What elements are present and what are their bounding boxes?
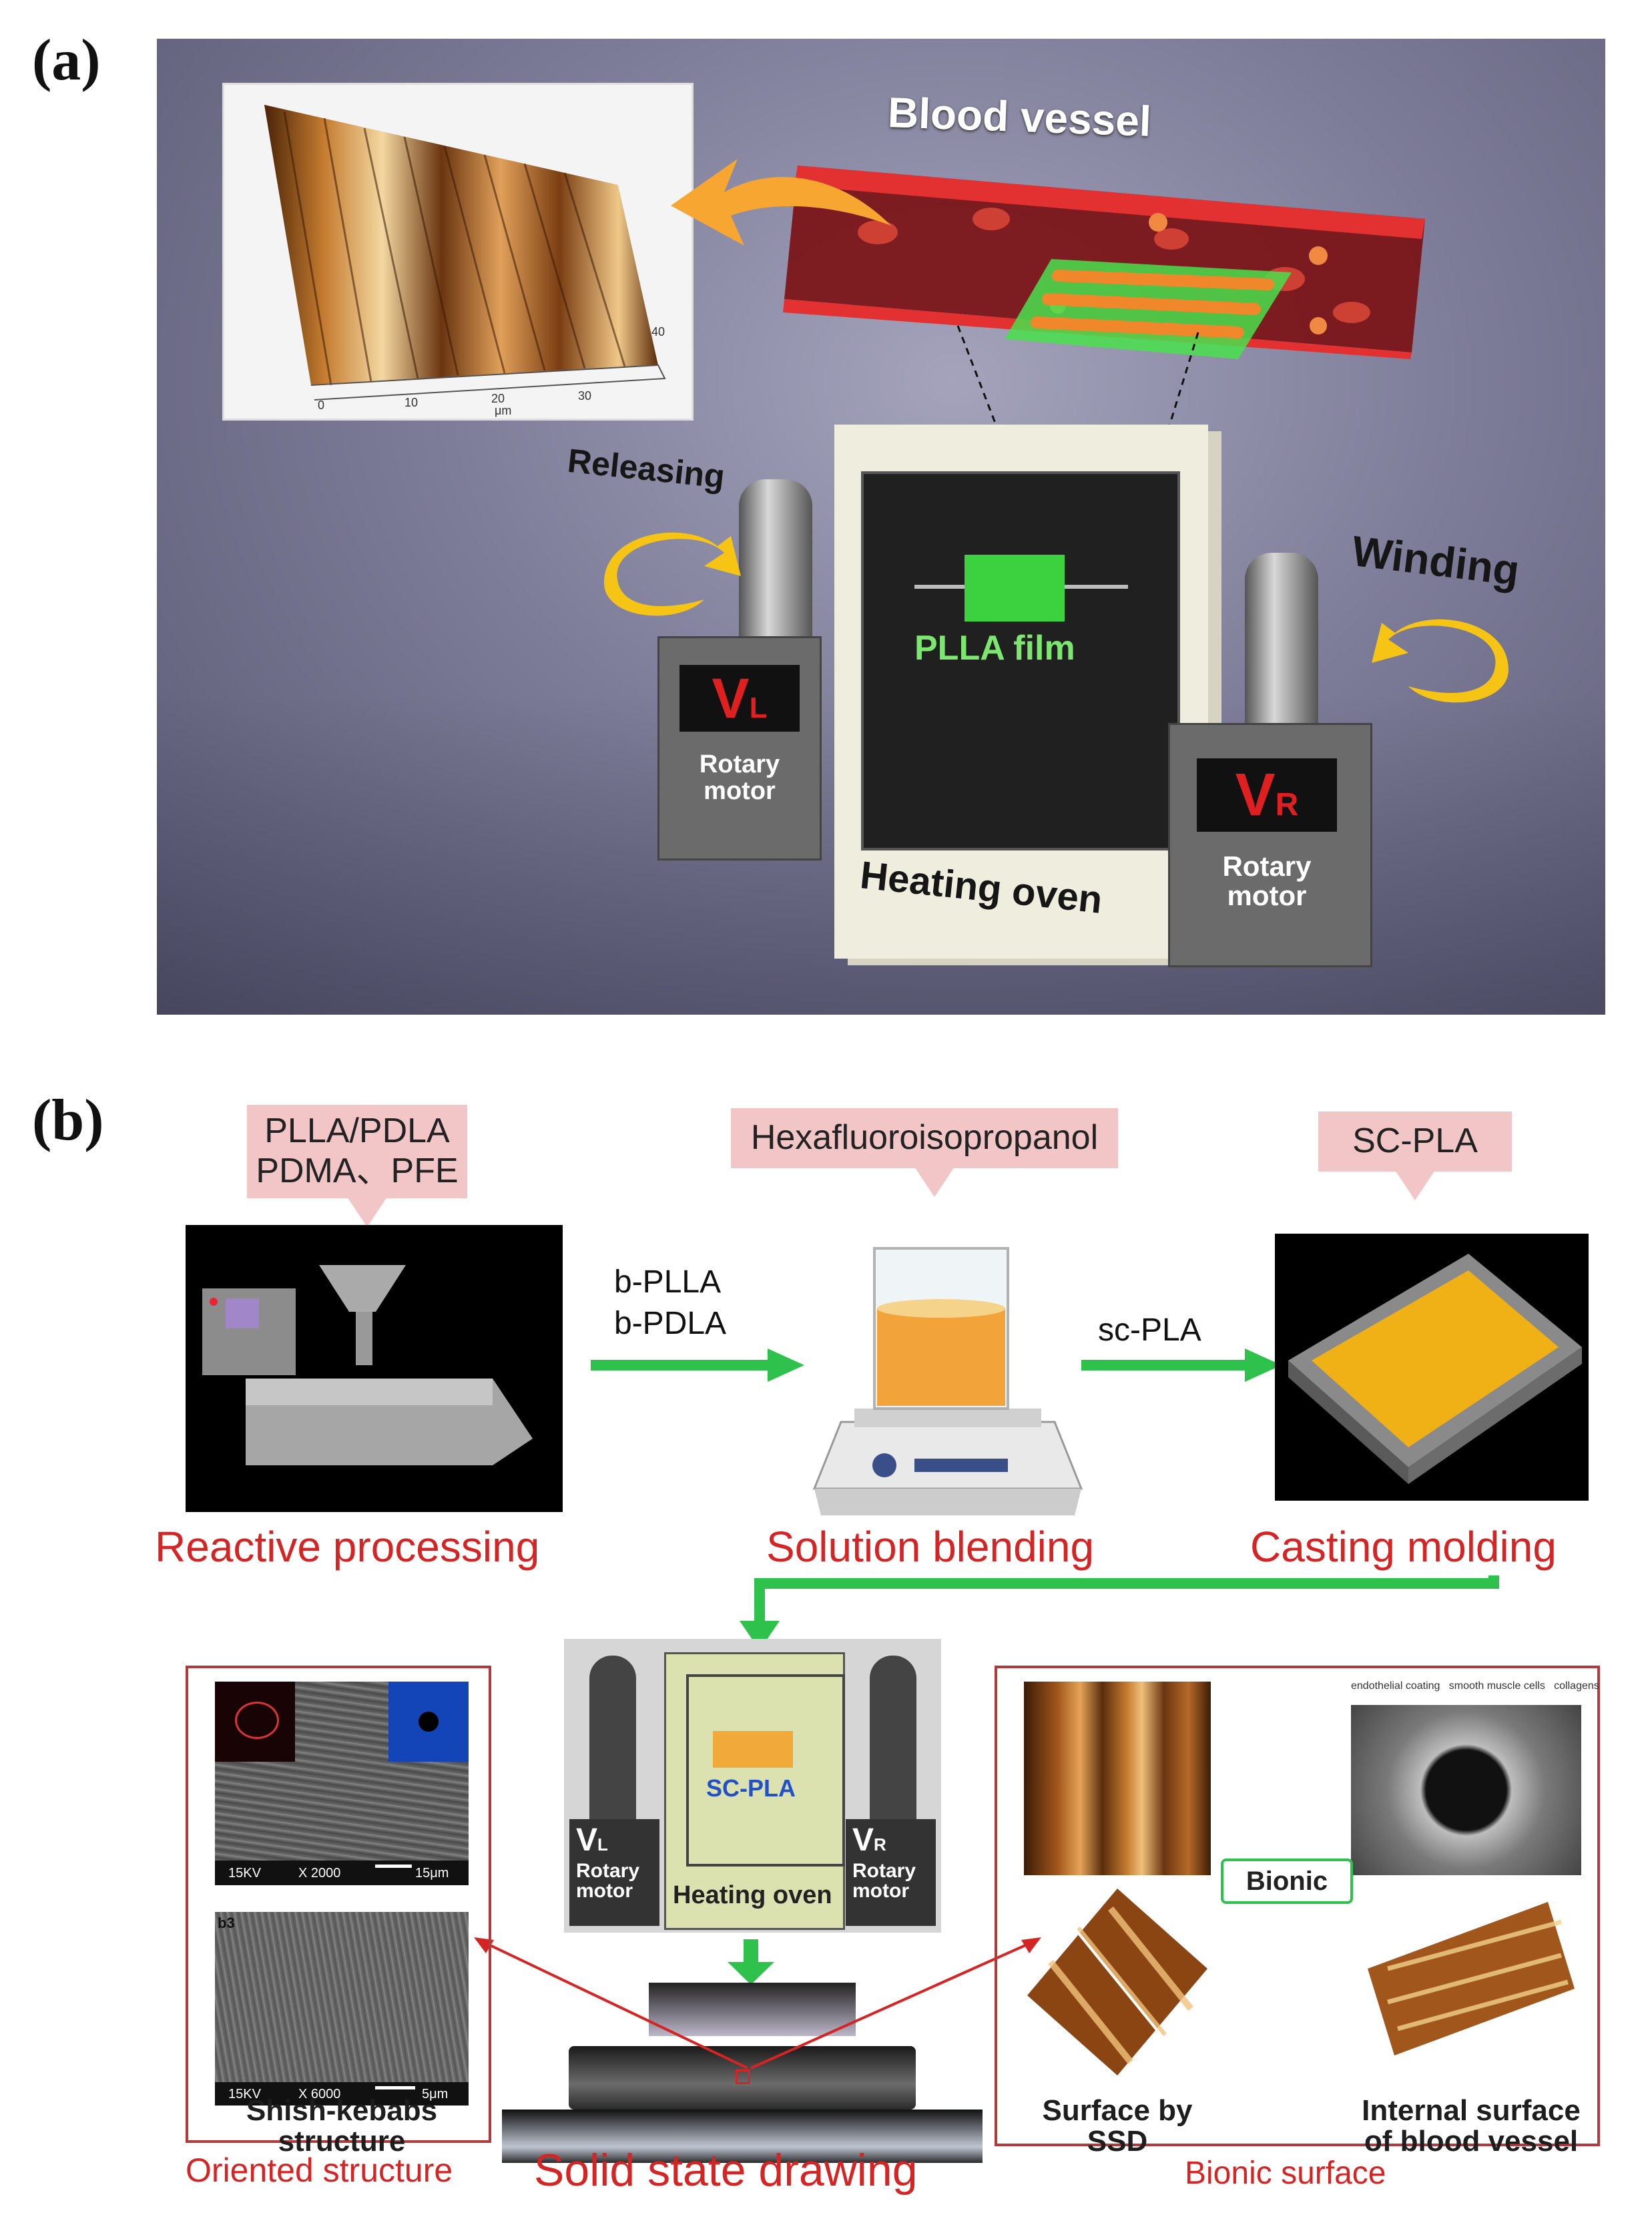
film-sample <box>965 555 1065 622</box>
casting-mold-image <box>1275 1234 1589 1501</box>
flow-arrow-1 <box>591 1348 804 1382</box>
drawing-press-image <box>495 1976 989 2163</box>
orange-arrow-icon <box>671 159 891 246</box>
left-motor-display: VL <box>679 665 800 732</box>
ssd-oven-label: Heating oven <box>673 1881 832 1909</box>
surface-by-ssd-caption: Surface by SSD <box>1042 2094 1193 2158</box>
bionic-surface-frame: endothelial coating smooth muscle cells … <box>995 1666 1600 2157</box>
oriented-structure-frame: 15KV X 2000 15μm b3 15KV X 6000 5μm Shis… <box>186 1666 491 2157</box>
reactive-processing-label: Reactive processing <box>155 1523 540 1571</box>
afm-xtick-4: 40 <box>651 325 665 338</box>
oven-window <box>861 471 1180 850</box>
afm-base-axis <box>310 364 666 401</box>
sem-bottom-scale: 5μm <box>422 2087 449 2102</box>
blood-vessel <box>771 139 1438 359</box>
ssd-left-motor: VL Rotary motor <box>569 1819 659 1926</box>
left-motor-caption: Rotary motor <box>699 750 780 805</box>
ssd-right-shaft <box>870 1656 916 1822</box>
right-motor-display: VR <box>1197 758 1337 832</box>
callout-pointer <box>347 1197 387 1227</box>
reactive-callout: PLLA/PDLA PDMA、PFE <box>247 1105 467 1198</box>
afm-surface <box>264 105 658 385</box>
releasing-label: Releasing <box>565 441 727 496</box>
product-callout: SC-PLA <box>1318 1111 1512 1172</box>
oven-film-label: PLLA film <box>914 629 1075 668</box>
afm-xunit: μm <box>495 404 512 417</box>
ssd-right-motor: VR Rotary motor <box>846 1819 936 1926</box>
down-arrow <box>728 1939 774 1985</box>
arrow-1-label: b-PLLA b-PDLA <box>614 1264 727 1342</box>
left-rotary-motor: VL Rotary motor <box>657 636 822 860</box>
afm-inset: 0 10 20 μm 30 40 <box>222 83 694 421</box>
panel-a-scene: 0 10 20 μm 30 40 Blood vessel <box>157 39 1605 1015</box>
callout-pointer <box>914 1167 954 1197</box>
bionic-tag: Bionic <box>1221 1859 1353 1904</box>
ssd-unit: SC-PLA Heating oven VL Rotary motor VR R… <box>564 1639 941 1933</box>
panel-b-label: (b) <box>32 1088 104 1153</box>
sem-top-kv: 15KV <box>228 1866 261 1881</box>
solvent-callout: Hexafluoroisopropanol <box>731 1108 1118 1168</box>
sem-bottom-mag: X 6000 <box>298 2087 341 2102</box>
wind-rotation-icon <box>1372 619 1508 703</box>
bionic-surface-title: Bionic surface <box>1185 2156 1386 2191</box>
vessel-layer-labels: endothelial coating smooth muscle cells … <box>1351 1680 1599 1692</box>
right-motor-caption: Rotary motor <box>1222 850 1312 912</box>
ssd-left-shaft <box>589 1656 636 1822</box>
afm-3d-right <box>1368 1902 1575 2055</box>
connector-lines <box>474 1937 1041 2069</box>
ssd-oven-body: SC-PLA Heating oven <box>664 1652 845 1930</box>
internal-surface-caption: Internal surface of blood vessel <box>1362 2094 1581 2158</box>
hotplate-beaker-image <box>801 1208 1095 1522</box>
right-rotary-motor: VR Rotary motor <box>1168 723 1372 967</box>
ssd-film-label: SC-PLA <box>706 1774 796 1802</box>
arrow-2-label: sc-PLA <box>1098 1312 1201 1348</box>
flow-arrow-2 <box>1081 1348 1282 1382</box>
shish-kebab-caption: Shish-kebabs structure <box>246 2094 438 2158</box>
afm-3d-left <box>1027 1889 1207 2075</box>
casting-molding-label: Casting molding <box>1250 1523 1557 1571</box>
vessel-cross-section-image <box>1351 1705 1581 1875</box>
sem-bottom-tag: b3 <box>218 1915 235 1931</box>
oven-label: Heating oven <box>858 853 1105 922</box>
ssd-left-motor-caption: Rotary motor <box>576 1860 640 1902</box>
winding-label: Winding <box>1349 526 1523 595</box>
extruder-image <box>186 1225 563 1512</box>
oriented-structure-title: Oriented structure <box>186 2152 453 2189</box>
afm-xtick-0: 0 <box>318 399 325 412</box>
solution-blending-label: Solution blending <box>766 1523 1095 1571</box>
blood-vessel-label: Blood vessel <box>886 88 1152 146</box>
return-arrow <box>740 1575 1499 1650</box>
solid-state-drawing-title: Solid state drawing <box>534 2145 918 2196</box>
afm-xtick-2: 20 <box>491 392 505 405</box>
sem-bottom-kv: 15KV <box>228 2087 261 2102</box>
release-rotation-icon <box>604 532 741 616</box>
panel-a-label: (a) <box>32 28 101 93</box>
afm-xtick-1: 10 <box>404 396 419 409</box>
sem-top-scale: 15μm <box>415 1866 449 1881</box>
afm-height-image <box>1024 1682 1211 1875</box>
heating-oven: PLLA film Heating oven <box>834 425 1208 959</box>
afm-xtick-3: 30 <box>578 389 592 403</box>
sem-image-bottom: b3 15KV X 6000 5μm <box>215 1912 469 2106</box>
ssd-right-motor-caption: Rotary motor <box>852 1860 916 1902</box>
sem-image-top: 15KV X 2000 15μm <box>215 1682 469 1885</box>
callout-pointer <box>1395 1170 1435 1200</box>
sem-top-mag: X 2000 <box>298 1866 341 1881</box>
afm-3d-plot <box>264 105 666 401</box>
